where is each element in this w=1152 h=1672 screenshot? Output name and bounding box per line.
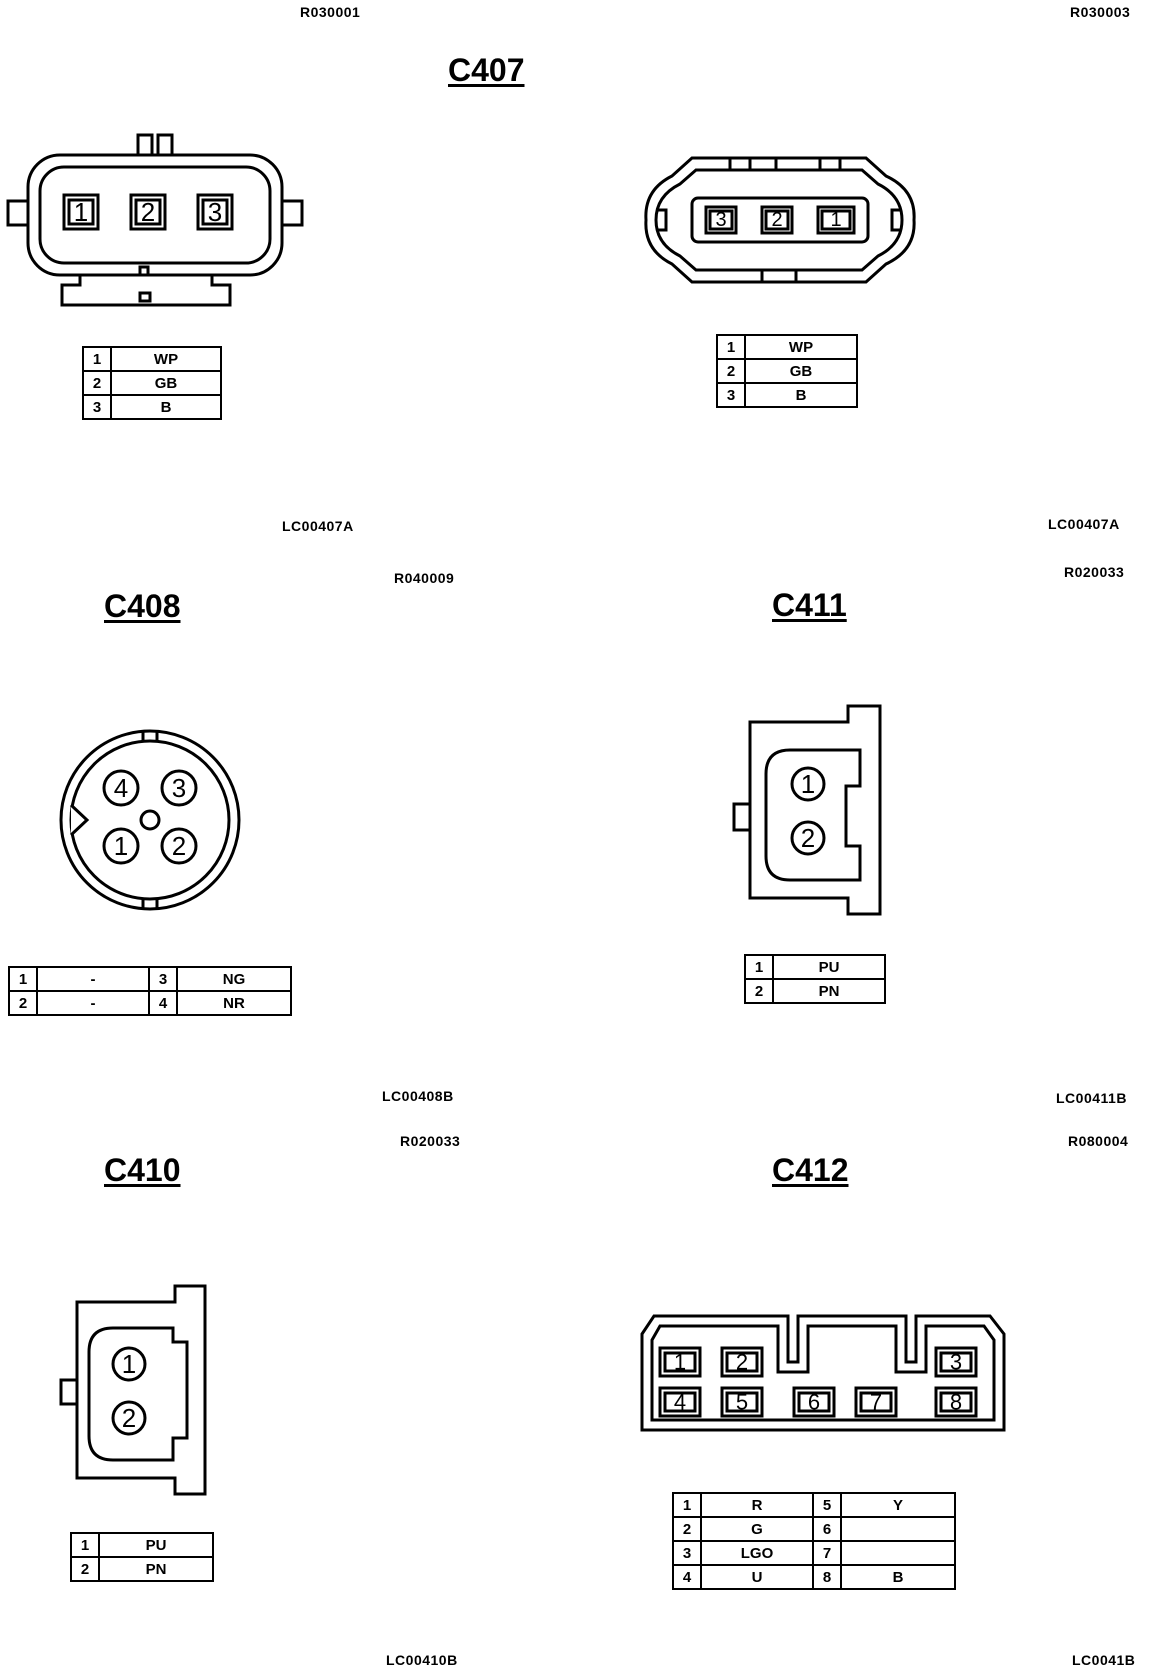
pin-label: 5 [736,1390,748,1415]
drawing-code-lc00411b: LC00411B [1056,1090,1127,1106]
pin-4: 4 [658,1386,702,1418]
pin-table-c408: 1 - 3 NG 2 - 4 NR [8,966,292,1016]
connector-title-c410: C410 [104,1152,181,1188]
pin-label: 2 [801,823,815,853]
pin-1: 1 [816,205,856,235]
pin-3: 3 [704,205,738,235]
table-row: 4 U 8 B [672,1564,956,1590]
pin-3: 3 [934,1346,978,1378]
pin-label: 4 [674,1390,686,1415]
pin-6: 6 [792,1386,836,1418]
pin-7: 7 [854,1386,898,1418]
ref-code-r080004: R080004 [1068,1133,1129,1149]
connector-title-c411: C411 [772,587,847,623]
pin-1: 1 [790,766,826,802]
pin-label: 8 [950,1390,962,1415]
drawing-code-lc00407a-left: LC00407A [282,518,354,534]
drawing-code-lc00410b: LC00410B [386,1652,458,1668]
ref-code-r020033-b: R020033 [400,1133,461,1149]
table-row: 2 G 6 [672,1516,956,1542]
pin-2: 2 [111,1400,147,1436]
ref-code-r030001: R030001 [300,4,361,20]
pin-label: 3 [208,197,222,227]
ref-code-r030003: R030003 [1070,4,1131,20]
pin-2: 2 [760,205,794,235]
pin-2: 2 [160,827,198,865]
ref-code-r040009: R040009 [394,570,455,586]
table-row: 2 - 4 NR [8,990,292,1016]
drawing-code-lc00407a-right: LC00407A [1048,516,1120,532]
pin-label: 1 [674,1350,686,1375]
pin-label: 3 [715,209,726,231]
connector-c407-left-drawing: 1 2 3 [6,133,304,307]
connector-c408-drawing: 4 3 1 2 [59,729,241,911]
pin-label: 3 [950,1350,962,1375]
connector-c410-drawing: 1 2 [59,1284,207,1496]
pin-label: 4 [114,773,128,803]
pin-3: 3 [196,193,234,231]
drawing-code-lc0041b: LC0041B [1072,1652,1136,1668]
pin-1: 1 [62,193,100,231]
connector-c407-right-drawing: 3 2 1 [644,156,916,284]
pin-label: 1 [801,769,815,799]
pin-label: 1 [122,1349,136,1379]
pin-label: 2 [172,831,186,861]
pin-table-c412: 1 R 5 Y 2 G 6 3 LGO 7 4 U 8 B [672,1492,956,1590]
pin-1: 1 [102,827,140,865]
pin-2: 2 [129,193,167,231]
pin-label: 2 [141,197,155,227]
pin-label: 1 [74,197,88,227]
table-row: 3 LGO 7 [672,1540,956,1566]
pin-label: 2 [122,1403,136,1433]
connector-title-c407: C407 [448,52,525,88]
ref-code-r020033-a: R020033 [1064,564,1125,580]
drawing-code-lc00408b: LC00408B [382,1088,454,1104]
pin-label: 6 [808,1390,820,1415]
pin-8: 8 [934,1386,978,1418]
connector-c412-drawing: 1 2 3 4 5 6 7 8 [640,1314,1006,1432]
pin-3: 3 [160,769,198,807]
table-row: 1 - 3 NG [8,966,292,992]
pin-label: 3 [172,773,186,803]
pin-4: 4 [102,769,140,807]
connector-title-c408: C408 [104,588,181,624]
pin-2: 2 [720,1346,764,1378]
pin-label: 1 [830,209,841,231]
connector-title-c412: C412 [772,1152,849,1188]
pin-label: 2 [736,1350,748,1375]
table-row: 1 R 5 Y [672,1492,956,1518]
pin-5: 5 [720,1386,764,1418]
pin-label: 7 [870,1390,882,1415]
pin-2: 2 [790,820,826,856]
pin-label: 1 [114,831,128,861]
pin-1: 1 [111,1346,147,1382]
pin-1: 1 [658,1346,702,1378]
pin-label: 2 [771,209,782,231]
connector-c411-drawing: 1 2 [732,704,882,916]
